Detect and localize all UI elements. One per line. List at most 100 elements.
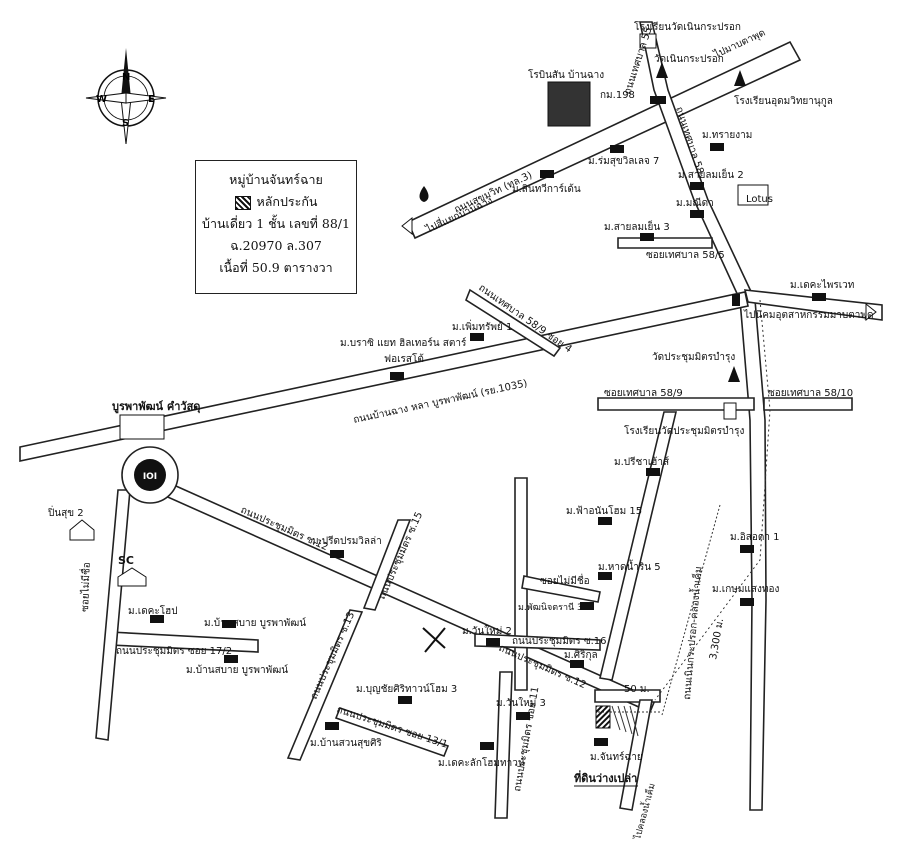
house-icon-sirikul bbox=[570, 660, 584, 668]
house-icon-pridprom bbox=[330, 550, 344, 558]
label-m-phermsap1: ม.เพิ่มทรัพย์ 1 bbox=[452, 319, 512, 333]
house-icon-chanchai bbox=[594, 738, 608, 746]
info-line-2: ฉ.20970 ล.307 bbox=[230, 238, 322, 253]
house-icon-baansuan bbox=[325, 722, 339, 730]
label-distance-3300: 3,300 ม. bbox=[708, 618, 726, 661]
info-legend-row: หลักประกัน bbox=[202, 191, 350, 213]
collateral-site bbox=[595, 705, 611, 729]
label-m-kasem: ม.เกษมแสงทอง bbox=[712, 584, 779, 595]
label-pracha-16: ถนนประชุมมิตร ซ.16 bbox=[512, 636, 607, 647]
traffic-light-icon-east bbox=[732, 294, 740, 306]
compass-w: W bbox=[96, 94, 107, 105]
label-m-hatnam5: ม.หาดน้ำริน 5 bbox=[598, 559, 661, 573]
label-m-saiyom3: ม.สายลมเย็น 3 bbox=[604, 219, 670, 233]
label-m-brazil: ม.บราซิ แยท ฮิลเทอร์น สตาร์ bbox=[340, 337, 467, 349]
label-m-fahome15: ม.ฟ้าอนันโฮม 15 bbox=[566, 504, 642, 517]
house-icon-phermsap bbox=[470, 333, 484, 341]
road-inner-vertical-2 bbox=[599, 411, 678, 681]
roundabout-mark: IOI bbox=[143, 472, 157, 482]
label-soi-nameless-2: ซอยไม่มีชื่อ bbox=[77, 562, 93, 612]
label-m-boonchai: ม.บุญชัยศิริทาวน์โฮม 3 bbox=[356, 682, 457, 695]
label-m-dekhoi: ม.เดคะโฮป bbox=[128, 604, 178, 617]
road-bangchang-burapha bbox=[19, 291, 749, 462]
road-pracha-13-1 bbox=[334, 706, 450, 758]
arrow-east-icon bbox=[865, 302, 877, 322]
temple-icon-udom bbox=[734, 70, 746, 86]
label-pracha-13: ถนนประชุมมิตร ซ.13 bbox=[309, 610, 357, 701]
house-icon-hatnam bbox=[598, 572, 612, 580]
house-icon-siriphat bbox=[580, 602, 594, 610]
label-noen-krapok-canal: ถนนเนินกระปรอก-คลองน้ำเค็ม bbox=[679, 566, 705, 701]
school-icon-wat-noen bbox=[639, 33, 657, 49]
house-icon-kasem bbox=[740, 598, 754, 606]
label-sc: SC bbox=[118, 554, 134, 567]
label-wat-pracha: วัดประชุมมิตรบำรุง bbox=[652, 352, 735, 363]
house-icon-saiyom2 bbox=[690, 182, 704, 190]
label-school-wat-noen: โรงเรียนวัดเนินกระปรอก bbox=[634, 20, 741, 33]
compass-s: S bbox=[122, 118, 129, 129]
label-m-dekhotawet: ม.เดคะไพรเวท bbox=[790, 279, 854, 291]
collateral-info-box: หมู่บ้านจันทร์ฉาย หลักประกัน บ้านเดี่ยว … bbox=[195, 160, 357, 294]
house-icon-sabai-a bbox=[222, 620, 236, 628]
gas-station-icon bbox=[419, 186, 429, 202]
temple-icons bbox=[639, 33, 746, 382]
house-icon-sinthawee bbox=[540, 170, 554, 178]
label-m-sabai-b: ม.บ้านสบาย บูรพาพัฒน์ bbox=[186, 664, 288, 676]
bridge-icon bbox=[422, 627, 446, 653]
burapha-building-icon bbox=[119, 414, 165, 440]
roundabout-center bbox=[134, 459, 166, 491]
label-m-siriphat3: ม.พัฒนิจตรานี 3 bbox=[518, 602, 583, 613]
road-pracha-15 bbox=[362, 519, 412, 611]
hatch-swatch-icon bbox=[234, 195, 251, 210]
house-icon-saiyom3 bbox=[640, 233, 654, 241]
label-lotus: Lotus bbox=[746, 194, 773, 205]
house-icon-tanmai2 bbox=[486, 638, 500, 646]
compass-n: N bbox=[122, 72, 130, 83]
label-wat-noen: วัดเนินกระปรอก bbox=[654, 54, 724, 65]
label-m-preecha: ม.ปรีชาเฮ้าส์ bbox=[614, 456, 669, 468]
house-icon-sabai-b bbox=[224, 655, 238, 663]
label-m-tanmai3: ม.วันใหม่ 3 bbox=[496, 697, 546, 709]
label-m-romsuk7: ม.ร่มสุขวิลเลจ 7 bbox=[588, 156, 659, 167]
site-lots bbox=[611, 705, 639, 737]
label-forest: ฟอเรสโต้ bbox=[384, 352, 424, 365]
building-icons bbox=[69, 81, 769, 587]
house-icon-tanmai3 bbox=[516, 712, 530, 720]
label-soi-58-9: ซอยเทศบาล 58/9 bbox=[604, 388, 683, 399]
label-soi-58-10: ซอยเทศบาล 58/10 bbox=[768, 388, 853, 399]
label-distance-50: 50 ม. bbox=[624, 684, 650, 695]
label-km198: กม.198 bbox=[600, 90, 635, 101]
road-site-access bbox=[619, 699, 653, 811]
label-m-sirikul: ม.ศิริกุล bbox=[564, 650, 598, 661]
label-m-baansuan: ม.บ้านสวนสุขศิริ bbox=[310, 737, 382, 749]
label-m-pridprom: ม.ปรีดปรมวิลล่า bbox=[312, 535, 382, 547]
temple-icon-wat-pracha bbox=[728, 366, 740, 382]
label-m-tanmai2: ม.วันใหม่ 2 bbox=[462, 625, 512, 637]
compass-e: E bbox=[148, 94, 155, 105]
arrow-west-icon bbox=[401, 216, 413, 236]
label-pinsuk2: ปิ่นสุข 2 bbox=[47, 505, 83, 519]
robinson-logo-icon bbox=[547, 81, 591, 127]
road-soi-nameless bbox=[521, 575, 601, 603]
school-pracha-icon bbox=[723, 402, 737, 420]
house-icon-issara bbox=[740, 545, 754, 553]
label-m-saithong: ม.ทรายงาม bbox=[702, 130, 752, 141]
house-icon-dekhosak bbox=[480, 742, 494, 750]
road-pracha-11 bbox=[494, 671, 513, 819]
info-title: หมู่บ้านจันทร์ฉาย bbox=[229, 172, 323, 187]
road-pracha-16 bbox=[474, 633, 601, 651]
label-m-dekhosak: ม.เดคะลักโฮมทาวน์ bbox=[438, 756, 525, 769]
road-pracha-12-east bbox=[594, 689, 661, 703]
traffic-light-icon-north bbox=[650, 96, 666, 104]
distance-3300-line bbox=[661, 504, 721, 716]
label-burapha: บูรพาพัฒน์ คำวัสดุ bbox=[112, 400, 200, 414]
house-icon-dekhoi bbox=[150, 615, 164, 623]
temple-icon-wat-noen bbox=[656, 62, 668, 78]
label-robinson: โรบินสัน บ้านฉาง bbox=[528, 68, 604, 81]
road-soi-58-5 bbox=[617, 237, 713, 249]
house-icon-dekhotawet bbox=[812, 293, 826, 301]
label-to-industrial: ไปนิคมอุตสาหกรรมมาบตาพุด bbox=[743, 309, 873, 321]
house-icon-brazil bbox=[390, 372, 404, 380]
label-school-pracha: โรงเรียนวัดประชุมมิตรบำรุง bbox=[624, 424, 744, 437]
house-icon-nida bbox=[690, 210, 704, 218]
